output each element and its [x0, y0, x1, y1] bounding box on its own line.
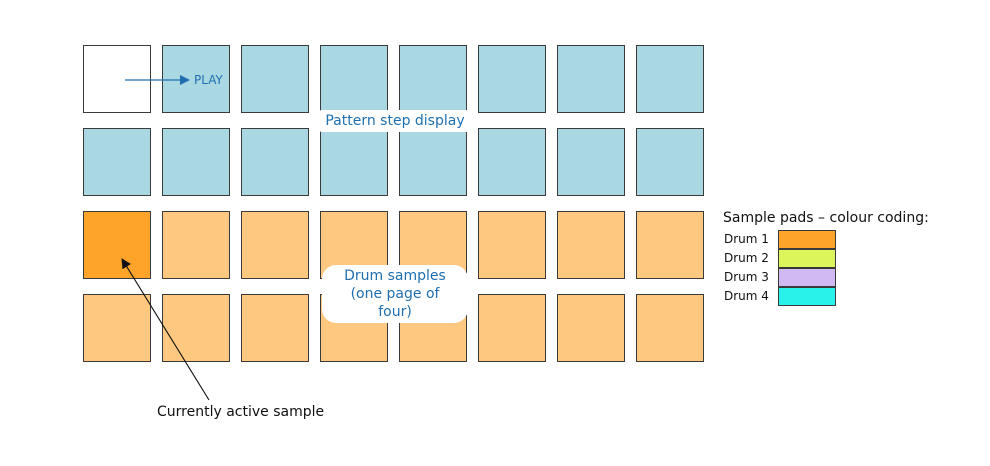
- pattern-step-pad[interactable]: [241, 128, 309, 196]
- sample-pad-active[interactable]: [83, 211, 151, 279]
- legend-item: Drum 3: [723, 268, 929, 287]
- sample-pad[interactable]: [636, 211, 704, 279]
- pattern-step-pad[interactable]: [162, 45, 230, 113]
- pattern-step-pad[interactable]: [320, 45, 388, 113]
- pattern-step-pad[interactable]: [162, 128, 230, 196]
- sample-pad[interactable]: [557, 211, 625, 279]
- legend-item-label: Drum 2: [724, 251, 769, 265]
- sample-pad[interactable]: [162, 211, 230, 279]
- pattern-step-pad[interactable]: [83, 128, 151, 196]
- legend-title: Sample pads – colour coding:: [723, 210, 929, 226]
- sample-pad[interactable]: [241, 294, 309, 362]
- legend-item: Drum 2: [723, 249, 929, 268]
- legend-item: Drum 1: [723, 230, 929, 249]
- sample-pad[interactable]: [162, 294, 230, 362]
- pattern-step-display-text: Pattern step display: [325, 113, 465, 129]
- pattern-step-pad[interactable]: [478, 45, 546, 113]
- sample-pad[interactable]: [557, 294, 625, 362]
- legend-swatch: [778, 230, 836, 249]
- pattern-step-display-label: Pattern step display: [312, 110, 478, 132]
- legend-rows: Drum 1 Drum 2 Drum 3 Drum 4: [723, 230, 929, 306]
- pattern-step-pad[interactable]: [636, 45, 704, 113]
- sample-pad[interactable]: [478, 211, 546, 279]
- pattern-step-pad[interactable]: [557, 45, 625, 113]
- legend-item: Drum 4: [723, 287, 929, 306]
- pattern-step-pad[interactable]: [241, 45, 309, 113]
- legend-swatch: [778, 268, 836, 287]
- pattern-step-pad[interactable]: [636, 128, 704, 196]
- drum-samples-text: Drum samples: [344, 268, 446, 284]
- pattern-step-pad[interactable]: [320, 128, 388, 196]
- currently-active-sample-label: Currently active sample: [157, 404, 325, 420]
- legend-swatch: [778, 287, 836, 306]
- pattern-step-pad[interactable]: [399, 128, 467, 196]
- legend-item-label: Drum 1: [724, 232, 769, 246]
- pattern-step-pad[interactable]: [478, 128, 546, 196]
- pattern-step-pad-play-position[interactable]: [83, 45, 151, 113]
- pattern-step-pad[interactable]: [557, 128, 625, 196]
- legend-item-label: Drum 3: [724, 270, 769, 284]
- pattern-step-pad[interactable]: [399, 45, 467, 113]
- legend-item-label: Drum 4: [724, 289, 769, 303]
- drum-samples-page-text: (one page of four): [350, 286, 440, 320]
- legend-swatch: [778, 249, 836, 268]
- sample-pad[interactable]: [241, 211, 309, 279]
- sample-pad[interactable]: [83, 294, 151, 362]
- sample-pad[interactable]: [478, 294, 546, 362]
- drum-samples-label: Drum samples (one page of four): [322, 265, 468, 323]
- active-sample-arrow: [121, 258, 210, 401]
- play-label: PLAY: [194, 73, 223, 87]
- sample-pad[interactable]: [636, 294, 704, 362]
